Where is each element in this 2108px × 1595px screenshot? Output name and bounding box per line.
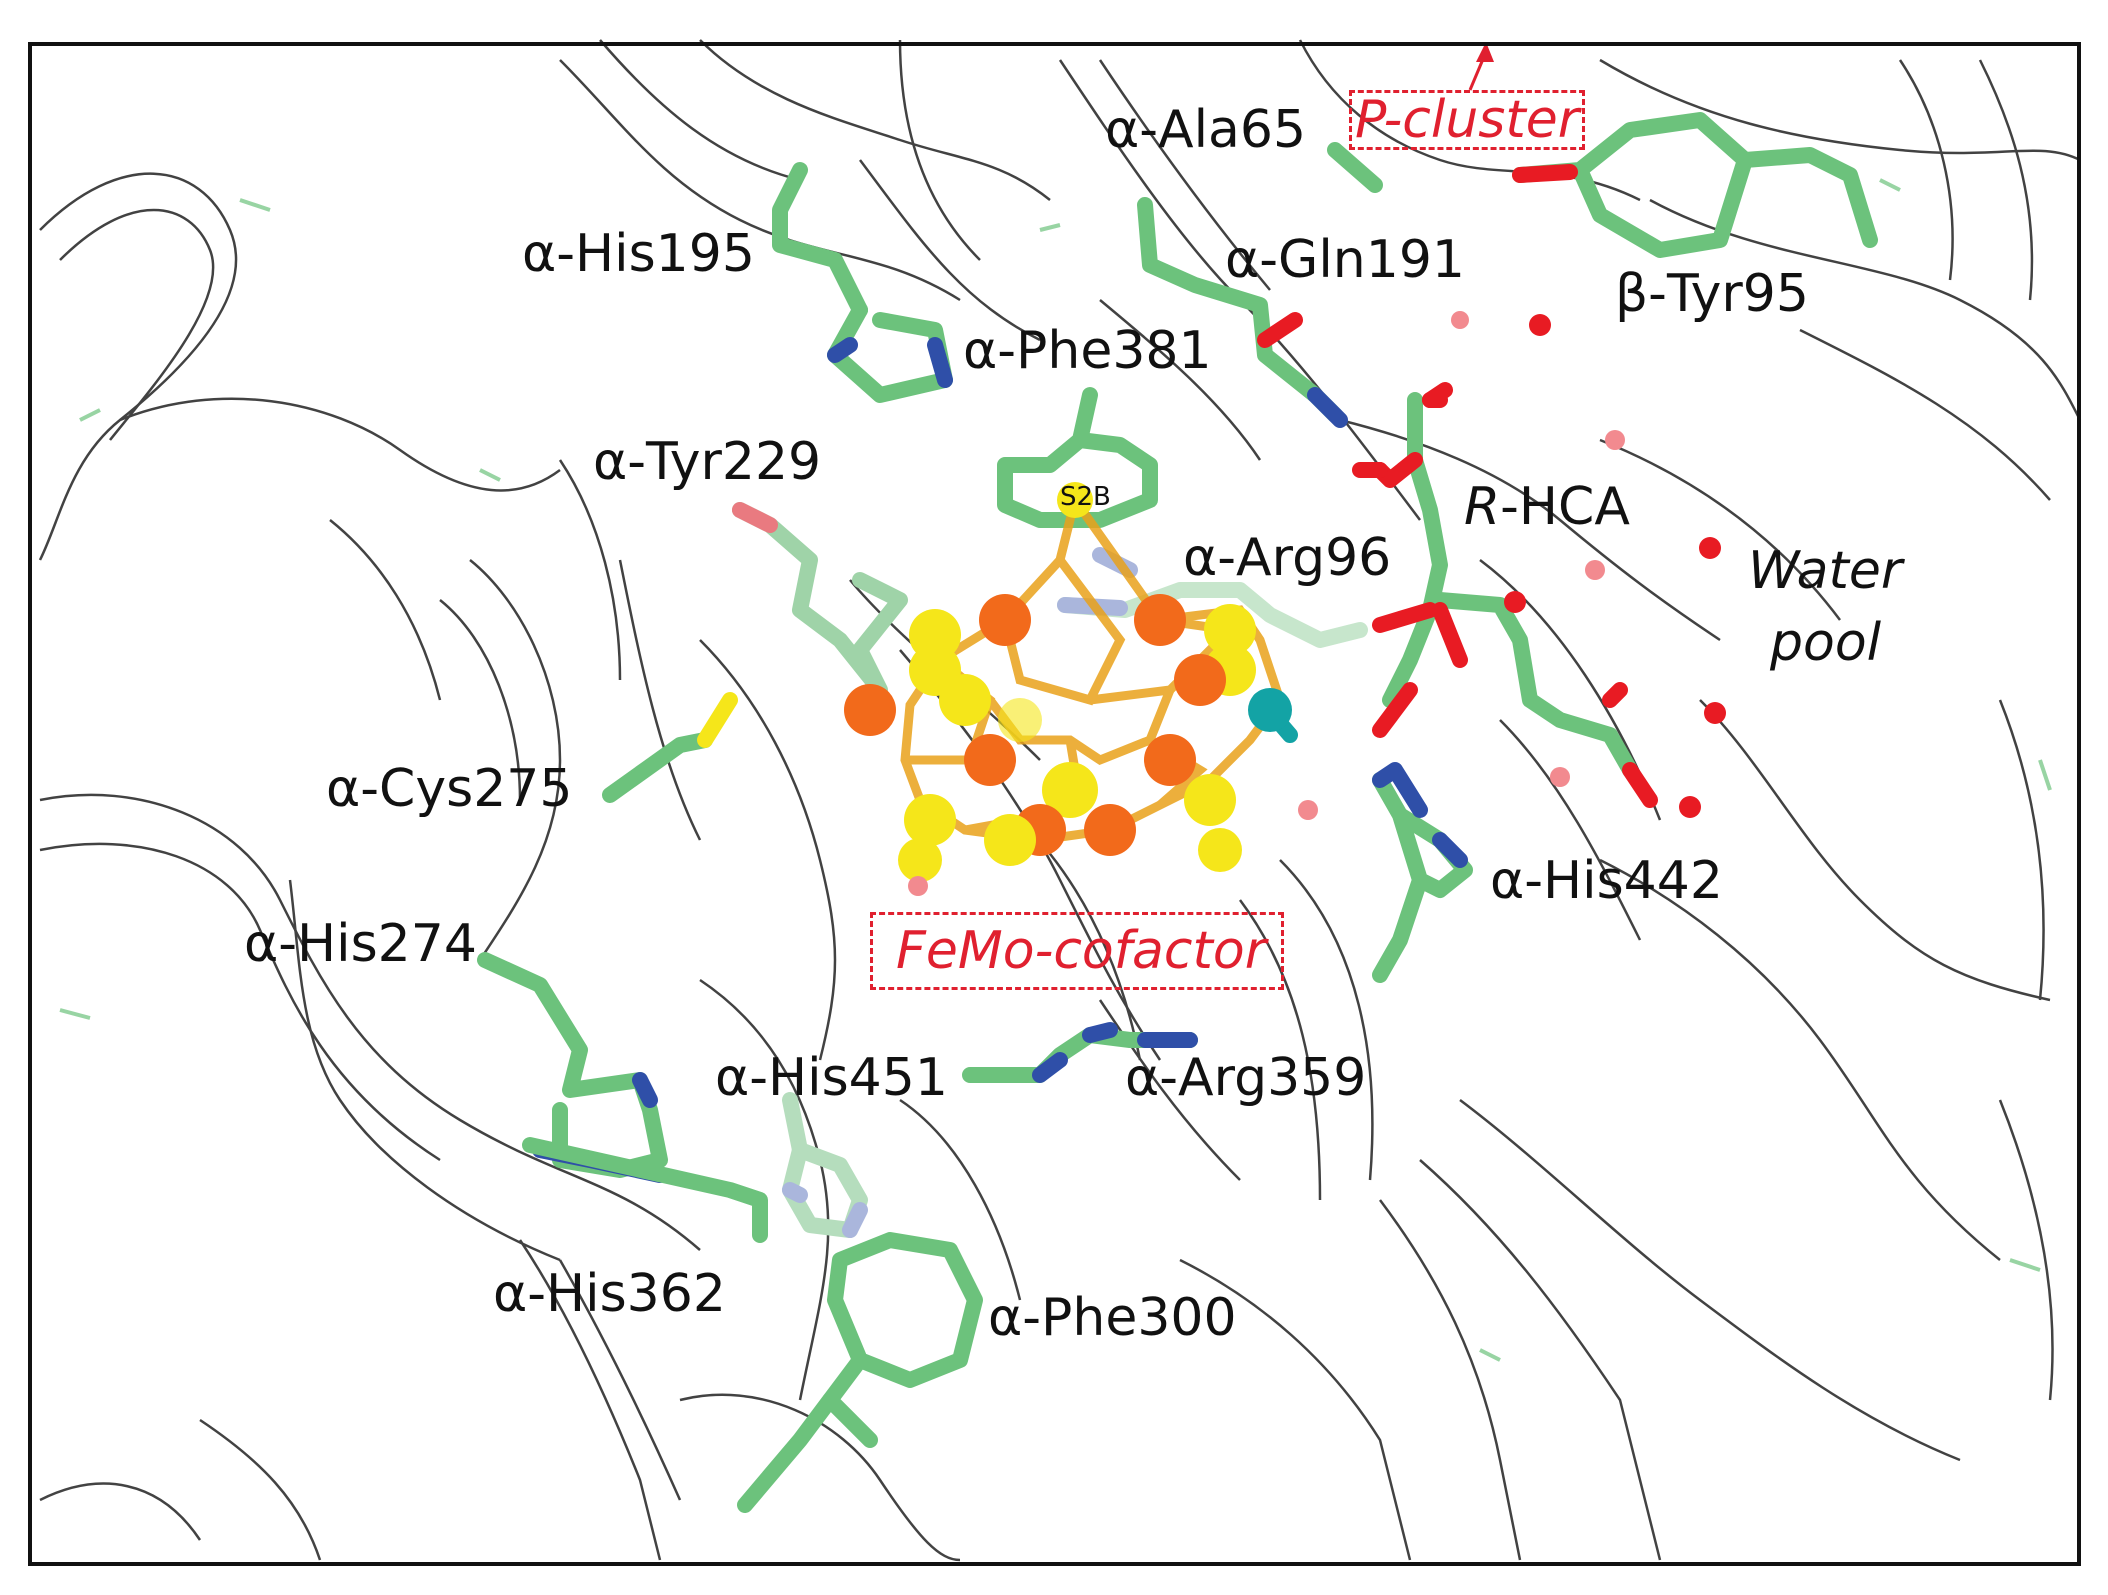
label-p-cluster: P-cluster — [1355, 90, 1580, 150]
label-ala65: α-Ala65 — [1105, 100, 1307, 160]
label-his195: α-His195 — [522, 224, 755, 284]
label-his274: α-His274 — [244, 914, 477, 974]
label-arg359: α-Arg359 — [1125, 1048, 1367, 1108]
water-molecules — [908, 311, 1726, 896]
label-his451: α-His451 — [715, 1048, 948, 1108]
label-his442: α-His442 — [1490, 851, 1723, 911]
label-arg96: α-Arg96 — [1183, 528, 1392, 588]
p-cluster-arrow — [1468, 42, 1494, 91]
label-s2b: S2B — [1060, 482, 1111, 512]
p-cluster-box — [1349, 90, 1585, 150]
figure-frame — [28, 42, 2081, 1566]
label-r-hca-suffix: -HCA — [1500, 477, 1630, 537]
femoco-box — [870, 912, 1284, 990]
label-r-hca-prefix: R — [1464, 477, 1501, 537]
label-tyr229: α-Tyr229 — [593, 432, 822, 492]
label-tyr95: β-Tyr95 — [1615, 264, 1809, 324]
tyr229-sidechain — [732, 502, 908, 698]
label-femoco: FeMo-cofactor — [896, 921, 1267, 981]
label-pool: pool — [1770, 613, 1882, 673]
label-cys275: α-Cys275 — [326, 759, 573, 819]
label-gln191: α-Gln191 — [1225, 230, 1465, 290]
label-phe300: α-Phe300 — [988, 1288, 1237, 1348]
femoco-cluster — [844, 482, 1292, 882]
his195-sidechain — [772, 162, 868, 318]
cys275-sidechain — [602, 732, 713, 803]
label-phe381: α-Phe381 — [963, 321, 1212, 381]
ala65-sidechain — [1327, 142, 1383, 193]
label-water: Water — [1748, 541, 1903, 601]
phe381-ring — [997, 387, 1158, 528]
label-r-hca: R-HCA — [1464, 481, 1630, 533]
phe300-ring — [827, 1232, 983, 1388]
label-his362: α-His362 — [493, 1264, 726, 1324]
